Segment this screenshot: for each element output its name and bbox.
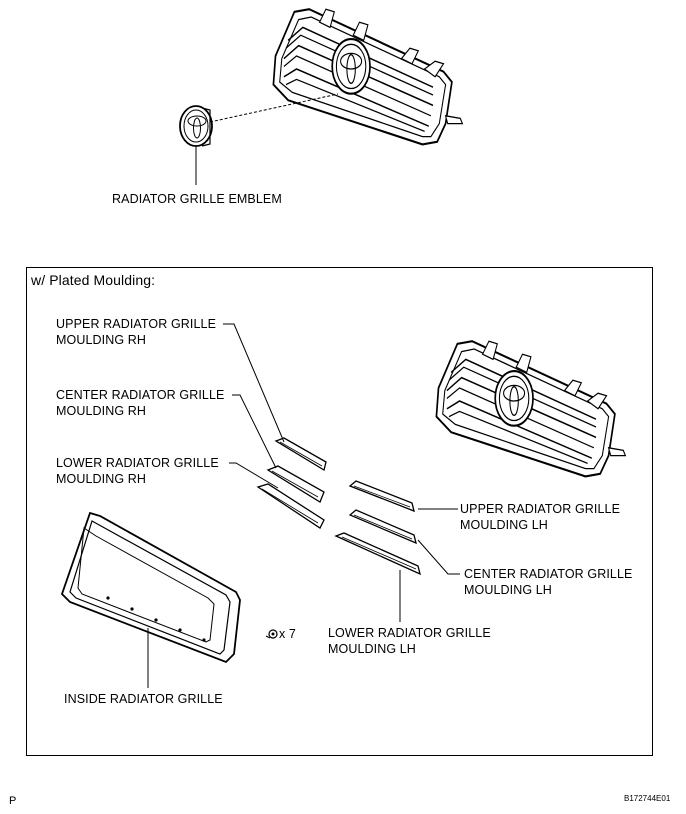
label-upper-moulding-rh-line1: UPPER RADIATOR GRILLE [56, 317, 217, 331]
label-center-moulding-rh-line2: MOULDING RH [56, 404, 146, 418]
clip-icon [265, 629, 278, 639]
label-center-moulding-lh-line1: CENTER RADIATOR GRILLE [464, 567, 633, 581]
moulding-center-lh [348, 509, 417, 545]
leader-lines [223, 323, 460, 622]
label-center-moulding-lh-line2: MOULDING LH [464, 583, 552, 597]
moulding-upper-lh [348, 480, 415, 513]
label-lower-moulding-lh-line2: MOULDING LH [328, 642, 416, 656]
inside-radiator-grille [60, 511, 241, 664]
label-clip-count: x 7 [279, 627, 296, 641]
moulding-center-rh [266, 465, 325, 503]
panel-title: w/ Plated Moulding: [31, 272, 156, 288]
label-radiator-grille-emblem: RADIATOR GRILLE EMBLEM [112, 192, 282, 206]
label-lower-moulding-rh-line1: LOWER RADIATOR GRILLE [56, 456, 219, 470]
label-upper-moulding-lh-line2: MOULDING LH [460, 518, 548, 532]
plated-moulding-panel [26, 267, 653, 756]
label-lower-moulding-rh-line2: MOULDING RH [56, 472, 146, 486]
footer-left-mark: P [9, 795, 17, 807]
radiator-grille-top [272, 8, 464, 146]
label-upper-moulding-rh-line2: MOULDING RH [56, 333, 146, 347]
label-upper-moulding-lh-line1: UPPER RADIATOR GRILLE [460, 502, 621, 516]
moulding-upper-rh [274, 437, 327, 472]
label-lower-moulding-lh-line1: LOWER RADIATOR GRILLE [328, 626, 491, 640]
label-center-moulding-rh-line1: CENTER RADIATOR GRILLE [56, 388, 225, 402]
moulding-lower-lh [334, 532, 421, 576]
figure-code: B172744E01 [624, 794, 671, 803]
moulding-lower-rh [256, 483, 325, 529]
radiator-grille-emblem [179, 105, 213, 147]
label-inside-radiator-grille: INSIDE RADIATOR GRILLE [64, 692, 223, 706]
